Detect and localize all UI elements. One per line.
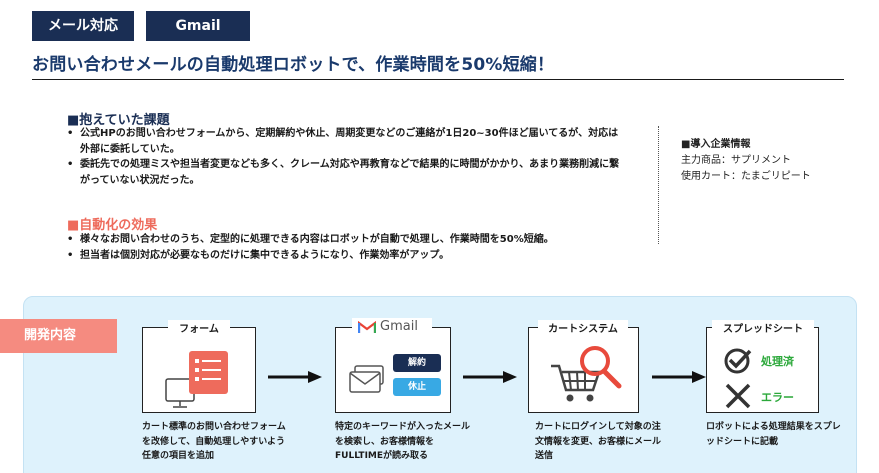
effect-item: 担当者は個別対応が必要なものだけに集中できるようになり、作業効率がアップ。 bbox=[67, 248, 647, 264]
arrow-right-icon bbox=[268, 371, 322, 383]
effect-item: 様々なお問い合わせのうち、定型的に処理できる内容はロボットが自動で処理し、作業時… bbox=[67, 232, 647, 248]
step-cart-box bbox=[528, 327, 639, 413]
step-gmail-box: 解約 休止 bbox=[335, 327, 451, 413]
company-product: 主力商品：サプリメント bbox=[681, 155, 791, 166]
step-form-desc: カート標準のお問い合わせフォームを改修して、自動処理しやすいよう任意の項目を追加 bbox=[142, 422, 286, 461]
cross-icon bbox=[725, 383, 751, 409]
company-cart: 使用カート：たまごリピート bbox=[681, 171, 811, 182]
arrow-right-icon bbox=[463, 371, 517, 383]
issues-list: 公式HPのお問い合わせフォームから、定期解約や休止、周期変更などのご連絡が1日2… bbox=[67, 126, 622, 188]
step-sheet-box: 処理済 エラー bbox=[706, 327, 819, 413]
gmail-m-icon bbox=[358, 321, 376, 333]
divider bbox=[658, 126, 659, 244]
done-label: 処理済 bbox=[761, 355, 794, 368]
cart-search-icon bbox=[551, 346, 622, 402]
step-form-box bbox=[142, 327, 256, 413]
step-sheet-title: スプレッドシート bbox=[712, 320, 814, 335]
issue-item: 公式HPのお問い合わせフォームから、定期解約や休止、周期変更などのご連絡が1日2… bbox=[67, 126, 622, 157]
form-icon bbox=[165, 351, 228, 408]
step-gmail-desc: 特定のキーワードが入ったメールを検索し、お客様情報をFULLTIMEが読み取る bbox=[335, 422, 471, 461]
step-sheet-desc: ロボットによる処理結果をスプレッドシートに記載 bbox=[706, 422, 841, 447]
issues-title: ■抱えていた課題 bbox=[67, 113, 170, 128]
gmail-title: Gmail bbox=[380, 319, 418, 334]
dev-label: 開発内容 bbox=[0, 319, 117, 353]
tag-gmail: Gmail bbox=[146, 11, 250, 41]
pause-label: 休止 bbox=[393, 378, 441, 396]
gmail-logo: Gmail bbox=[352, 318, 432, 336]
headline: お問い合わせメールの自動処理ロボットで、作業時間を50%短縮！ bbox=[32, 50, 844, 80]
effects-list: 様々なお問い合わせのうち、定型的に処理できる内容はロボットが自動で処理し、作業時… bbox=[67, 232, 647, 263]
error-label: エラー bbox=[761, 391, 794, 404]
company-info: ■導入企業情報 主力商品：サプリメント 使用カート：たまごリピート bbox=[681, 137, 811, 185]
check-icon bbox=[724, 348, 752, 374]
arrow-right-icon bbox=[652, 371, 706, 383]
company-title: ■導入企業情報 bbox=[681, 139, 751, 150]
step-cart-desc: カートにログインして対象の注文情報を変更、お客様にメール送信 bbox=[535, 422, 662, 461]
tag-mail-support: メール対応 bbox=[32, 11, 134, 41]
cancel-label: 解約 bbox=[393, 354, 441, 372]
mail-icon bbox=[349, 365, 384, 393]
issue-item: 委託先での処理ミスや担当者変更なども多く、クレーム対応や再教育などで結果的に時間… bbox=[67, 157, 622, 188]
step-form-title: フォーム bbox=[168, 320, 230, 335]
effects-title: ■自動化の効果 bbox=[67, 218, 158, 233]
step-cart-title: カートシステム bbox=[538, 320, 628, 335]
